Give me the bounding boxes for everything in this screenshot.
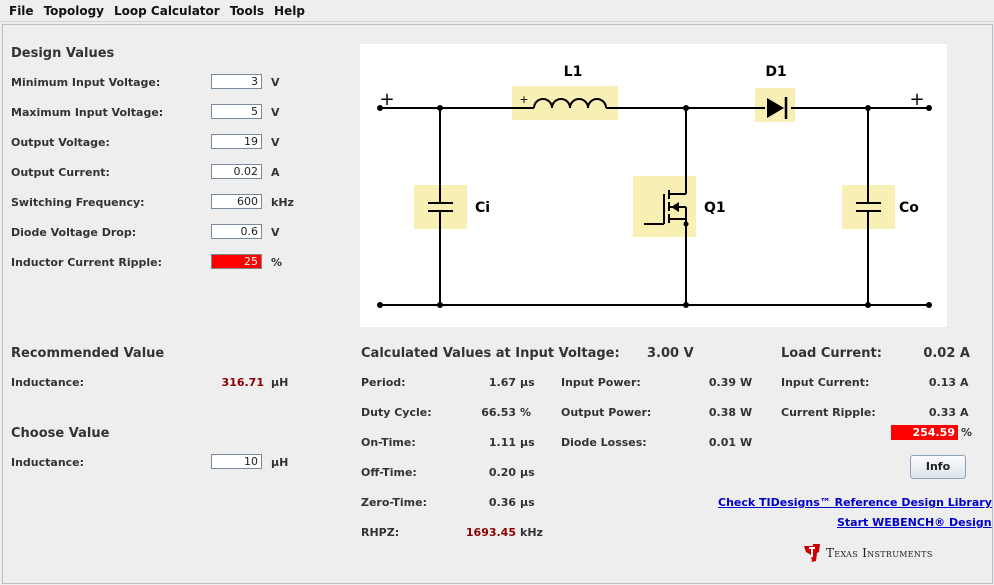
period-label: Period:	[361, 376, 406, 389]
design-values-title: Design Values	[11, 46, 115, 61]
output-plus-label: +	[909, 89, 924, 110]
period-value: 1.67	[488, 376, 516, 389]
l1-plus-label: +	[519, 93, 528, 106]
texas-instruments-logo: Texas Instruments	[802, 543, 933, 563]
rhpz-unit: kHz	[520, 526, 543, 539]
output-current-unit: A	[271, 166, 280, 179]
switching-frequency-field[interactable]	[211, 194, 262, 209]
boost-schematic: + + + L1 D1 Ci Q1 Co	[360, 44, 947, 327]
output-power-value: 0.38	[708, 406, 736, 419]
calc-input-voltage: 3.00 V	[647, 346, 694, 361]
co-label: Co	[899, 200, 919, 216]
diode-voltage-drop-field[interactable]	[211, 224, 262, 239]
input-current-label: Input Current:	[781, 376, 870, 389]
off-time-unit: µs	[520, 466, 535, 479]
output-voltage-label: Output Voltage:	[11, 136, 110, 149]
inductor-current-ripple-unit: %	[271, 256, 283, 269]
switching-frequency-unit: kHz	[271, 196, 294, 209]
min-input-voltage-label: Minimum Input Voltage:	[11, 76, 161, 89]
duty-cycle-label: Duty Cycle:	[361, 406, 432, 419]
max-input-voltage-unit: V	[271, 106, 280, 119]
menu-help[interactable]: Help	[274, 3, 305, 18]
inductor-current-ripple-label: Inductor Current Ripple:	[11, 256, 162, 269]
ti-logo-icon	[804, 544, 820, 562]
current-ripple-label: Current Ripple:	[781, 406, 876, 419]
output-voltage-field[interactable]	[211, 134, 262, 149]
current-ripple-unit: A	[960, 406, 969, 419]
input-plus-label: +	[379, 89, 394, 110]
current-ripple-percent-box: 254.59	[891, 425, 958, 440]
period-unit: µs	[520, 376, 535, 389]
load-current-value: 0.02 A	[923, 346, 970, 361]
recommended-inductance-unit: µH	[271, 376, 289, 389]
ci-label: Ci	[475, 200, 490, 216]
recommended-inductance-label: Inductance:	[11, 376, 85, 389]
recommended-value-title: Recommended Value	[11, 346, 165, 361]
menu-tools[interactable]: Tools	[229, 3, 265, 18]
input-current-value: 0.13	[928, 376, 956, 389]
menu-bar: File Topology Loop Calculator Tools Help	[0, 0, 994, 22]
output-voltage-unit: V	[271, 136, 280, 149]
current-ripple-value: 0.33	[928, 406, 956, 419]
l1-label: L1	[564, 64, 583, 80]
max-input-voltage-label: Maximum Input Voltage:	[11, 106, 164, 119]
on-time-value: 1.11	[488, 436, 516, 449]
recommended-inductance-value: 316.71	[221, 376, 264, 389]
diode-symbol	[767, 98, 784, 118]
diode-losses-label: Diode Losses:	[561, 436, 647, 449]
schematic-svg: + + + L1 D1 Ci Q1 Co	[377, 64, 932, 308]
input-power-unit: W	[740, 376, 753, 389]
choose-inductance-label: Inductance:	[11, 456, 85, 469]
output-current-label: Output Current:	[11, 166, 110, 179]
rhpz-value: 1693.45	[465, 526, 516, 539]
tidesigns-link[interactable]: Check TIDesigns™ Reference Design Librar…	[718, 496, 992, 509]
zero-time-label: Zero-Time:	[361, 496, 427, 509]
choose-inductance-unit: µH	[271, 456, 289, 469]
diode-voltage-drop-label: Diode Voltage Drop:	[11, 226, 137, 239]
input-current-unit: A	[960, 376, 969, 389]
l1-highlight	[512, 86, 618, 120]
menu-file[interactable]: File	[9, 3, 34, 18]
input-power-label: Input Power:	[561, 376, 641, 389]
info-button[interactable]: Info	[910, 455, 966, 479]
rhpz-label: RHPZ:	[361, 526, 400, 539]
mosfet-symbol	[644, 188, 687, 225]
output-power-unit: W	[740, 406, 753, 419]
min-input-voltage-field[interactable]	[211, 74, 262, 89]
webench-link[interactable]: Start WEBENCH® Design	[837, 516, 992, 529]
off-time-label: Off-Time:	[361, 466, 417, 479]
calc-values-title: Calculated Values at Input Voltage:	[361, 346, 620, 361]
load-current-title: Load Current:	[781, 346, 882, 361]
on-time-label: On-Time:	[361, 436, 416, 449]
input-power-value: 0.39	[708, 376, 736, 389]
choose-inductance-field[interactable]	[211, 454, 262, 469]
max-input-voltage-field[interactable]	[211, 104, 262, 119]
switching-frequency-label: Switching Frequency:	[11, 196, 145, 209]
zero-time-value: 0.36	[488, 496, 516, 509]
on-time-unit: µs	[520, 436, 535, 449]
diode-voltage-drop-unit: V	[271, 226, 280, 239]
current-ripple-percent-unit: %	[961, 426, 973, 439]
choose-value-title: Choose Value	[11, 426, 110, 441]
inductor-current-ripple-field[interactable]	[211, 254, 262, 269]
min-input-voltage-unit: V	[271, 76, 280, 89]
menu-loop-calculator[interactable]: Loop Calculator	[114, 3, 220, 18]
diode-losses-unit: W	[740, 436, 753, 449]
diode-losses-value: 0.01	[708, 436, 736, 449]
output-power-label: Output Power:	[561, 406, 652, 419]
menu-topology[interactable]: Topology	[43, 3, 105, 18]
duty-cycle-value: 66.53	[481, 406, 516, 419]
q1-label: Q1	[704, 200, 726, 216]
ti-brand-text: Texas Instruments	[826, 546, 933, 560]
duty-cycle-unit: %	[520, 406, 532, 419]
output-current-field[interactable]	[211, 164, 262, 179]
off-time-value: 0.20	[488, 466, 516, 479]
d1-label: D1	[765, 64, 786, 80]
zero-time-unit: µs	[520, 496, 535, 509]
